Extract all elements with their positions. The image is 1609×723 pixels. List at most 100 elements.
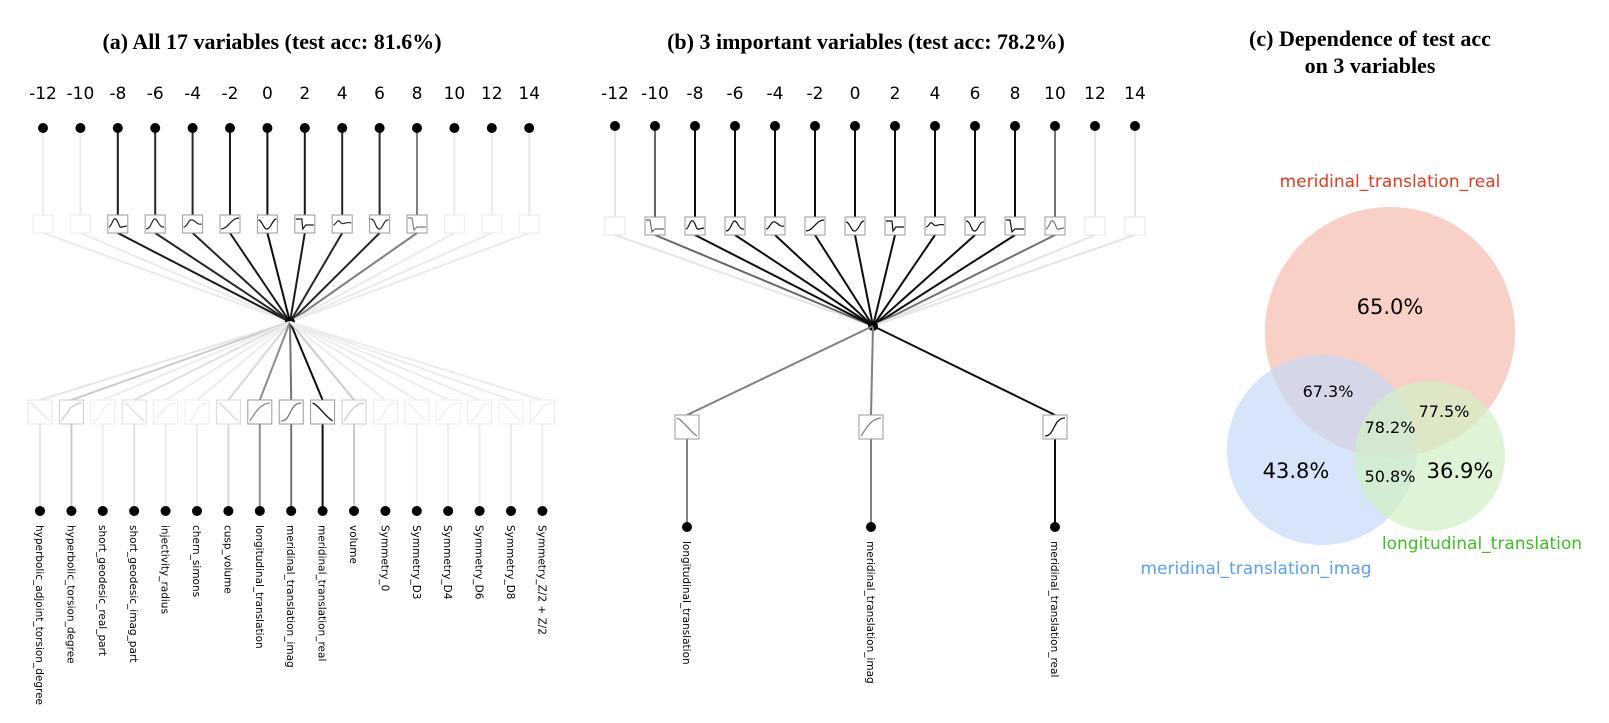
panel_b-output-node-2 [810,121,820,131]
panel_a-input-activation-curve-symmetry-z-2-z-2 [531,402,553,422]
panel_b-activation-curve-8 [685,220,705,230]
panel-c-title-line2: on 3 variables [1305,53,1436,78]
panel_a-input-activation-curve-symmetry-d4 [437,402,459,422]
panel_b-hub-edge-6 [734,234,874,327]
panel_a-output-label-8: 8 [412,84,423,104]
panel_b-output-label-8: 8 [1010,84,1021,104]
panel_b-output-node-6 [730,121,740,131]
panel_b-input-node-longitudinal-translation [682,522,692,532]
panel_b-output-label-10: -10 [641,84,669,104]
panel_a-output-label-4: 4 [337,84,348,104]
panel_a-input-activation-curve-hyperbolic-torsion-degree [60,402,82,422]
panel_a-activation-curve-8 [408,217,426,232]
venn-value-real-long: 77.5% [1419,402,1470,421]
panel_a-input-hub-edge-symmetry-d3 [289,321,418,401]
panel_b-output-node-2 [890,121,900,131]
panel_a-input-hub-edge-short-geodesic-real-part [102,321,291,401]
panel_a-output-label-14: 14 [518,84,540,104]
panel_b-output-node-8 [1010,121,1020,131]
panel_b-activation-curve-0 [845,220,865,232]
panel_b-output-node-4 [770,121,780,131]
panel_a-activation-box-8 [107,214,129,234]
venn-value-long: 36.9% [1427,459,1494,483]
panel_b-output-label-4: -4 [767,84,784,104]
panel_a-output-node-4 [337,123,348,133]
panel_a-hub-edge-6 [289,232,381,323]
panel_a-input-activation-curve-symmetry-d3 [406,402,428,422]
panel_a-input-activation-box-volume [341,399,367,425]
panel_a-output-label-8: -8 [109,84,126,104]
panel_a-output-node-12 [38,123,48,133]
panel_a-activation-curve-4 [183,219,202,228]
panel_a-input-hub-edge-symmetry-0 [289,321,387,401]
panel_a-input-node-symmetry-d6 [474,506,485,516]
panel_a-activation-box-6 [144,214,166,234]
panel_b-activation-curve-10 [646,219,664,234]
panel_b-output-label-2: -2 [807,84,824,104]
panel_b-output-label-4: 4 [930,84,941,104]
panel_b-output-label-14: 14 [1124,84,1146,104]
panel_a-input-label-short-geodesic-imag-part: short_geodesic_imag_part [127,525,139,662]
panel_a-input-activation-curve-short-geodesic-imag-part [123,402,145,422]
panel_a-input-label-symmetry-d8: Symmetry_D8 [504,525,516,599]
panel_a-input-label-injectivity-radius: injectivity_radius [159,525,171,614]
panel_a-input-activation-curve-volume [343,402,365,422]
panel_a-activation-box-10 [443,214,465,234]
panel_a-output-label-0: 0 [262,84,273,104]
panel_b-activation-curve-4 [925,222,945,228]
panel_a-input-label-symmetry-d3: Symmetry_D3 [410,525,422,599]
panel_a-output-label-2: 2 [299,84,310,104]
panel_b-input-activation-curve-meridinal-translation-imag [860,417,882,437]
panel_b-activation-box-6 [964,216,986,236]
panel_a-activation-box-4 [331,214,353,234]
panel_a-input-activation-box-symmetry-z-2-z-2 [529,399,555,425]
panel_a-input-hub-edge-symmetry-d6 [289,321,480,401]
panel_a-input-node-cusp-volume [223,506,234,516]
panel_a-output-node-2 [299,123,310,133]
panel_a-hub-edge-12 [289,232,493,323]
panel_b-output-node-14 [1130,121,1140,131]
panel_b-hub-edge-6 [872,234,976,327]
panel_a-output-label-12: 12 [481,84,503,104]
panel_a-hub-edge-0 [266,232,291,323]
panel_b-output-node-6 [970,121,980,131]
panel_b-activation-box-8 [684,216,706,236]
panel_b-input-activation-box-meridinal-translation-real [1042,414,1068,440]
panel_a-input-label-symmetry-z-2-z-2: Symmetry_Z/2 + Z/2 [535,525,547,635]
venn-value-imag-long: 50.8% [1365,467,1416,486]
panel_b-input-hub-edge-meridinal-translation-imag [870,325,874,416]
panel_a-activation-curve-2 [220,217,240,230]
panel_b-activation-box-2 [884,216,906,236]
panel_a-input-activation-box-symmetry-0 [372,399,398,425]
panel_a-output-label-6: 6 [374,84,385,104]
panel_a-activation-box-2 [294,214,316,234]
panel_b-output-label-12: 12 [1084,84,1106,104]
panel_a-output-label-10: 10 [444,84,466,104]
panel_a-hub-edge-14 [289,232,530,323]
panel_b-output-node-12 [610,121,620,131]
panel_a-input-activation-box-short-geodesic-real-part [90,399,116,425]
panel_a-output-node-6 [374,123,385,133]
panel_a-activation-box-12 [32,214,54,234]
panel_a-input-hub-edge-injectivity-radius [165,321,291,401]
panel_a-input-activation-box-chern-simons [184,399,210,425]
venn-value-all: 78.2% [1365,418,1416,437]
panel_b-activation-box-14 [1124,216,1146,236]
panel_a-input-activation-curve-short-geodesic-real-part [92,402,113,422]
panel_a-output-node-6 [150,123,161,133]
panel_a-input-label-meridinal-translation-imag: meridinal_translation_imag [284,525,296,668]
panel_a-input-label-symmetry-0: Symmetry_0 [378,525,390,591]
panel_a-input-label-meridinal-translation-real: meridinal_translation_real [316,525,328,661]
panel_a-activation-curve-6 [146,218,165,230]
panel_a-activation-box-12 [481,214,503,234]
panel_a-input-label-hyperbolic-adjoint-torsion-degree: hyperbolic_adjoint_torsion_degree [33,525,45,705]
panel_a-input-node-longitudinal-translation [254,506,265,516]
panel_b-output-node-12 [1090,121,1100,131]
panel_b-activation-curve-2 [886,220,904,233]
panel_a-activation-box-4 [182,214,204,234]
panel_a-output-label-4: -4 [184,84,201,104]
panel_b-activation-curve-6 [725,220,745,232]
venn-label-real: meridinal_translation_real [1280,172,1501,192]
panel_a-hub-edge-6 [154,232,291,323]
panel_a-output-label-10: -10 [67,84,95,104]
